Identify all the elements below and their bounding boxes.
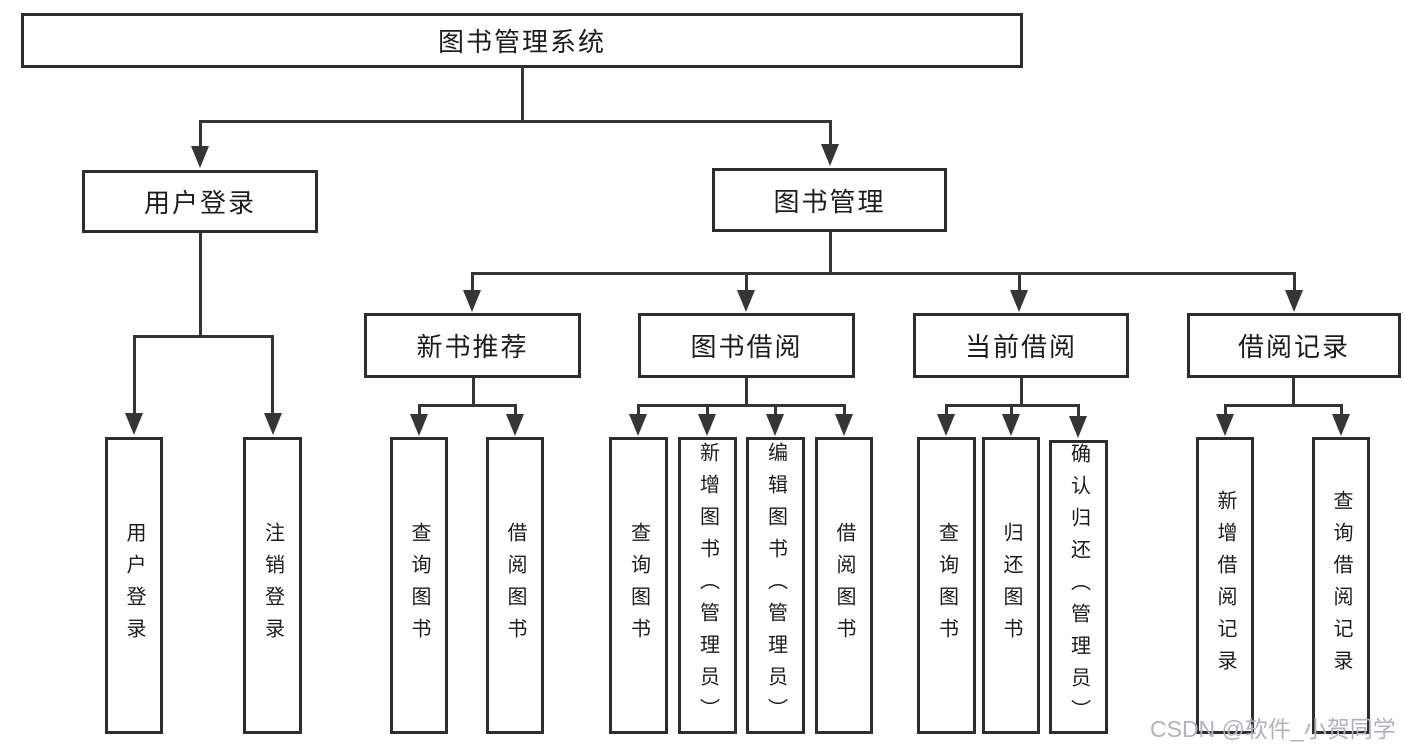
leaf-cb-return-books-label: 归还图书 (1000, 521, 1022, 650)
connector-line (843, 404, 846, 416)
leaf-user-login: 用户登录 (105, 437, 163, 734)
connector-line (1018, 272, 1021, 293)
connector-line (199, 233, 202, 337)
leaf-nbr-borrow-books-label: 借阅图书 (504, 521, 526, 650)
leaf-nbr-query-books-label: 查询图书 (408, 521, 430, 650)
node-root: 图书管理系统 (21, 13, 1023, 68)
connector-line (829, 232, 832, 275)
arrow-down-icon (937, 414, 955, 436)
node-current-borrowing: 当前借阅 (913, 313, 1129, 378)
arrow-down-icon (264, 413, 282, 435)
arrow-down-icon (821, 144, 839, 166)
leaf-logout: 注销登录 (243, 437, 302, 734)
leaf-bb-add-books-label: 新增图书（管理员） (696, 441, 719, 730)
leaf-user-login-label: 用户登录 (123, 521, 145, 650)
node-book-management: 图书管理 (712, 168, 947, 232)
leaf-bb-edit-books: 编辑图书（管理员） (746, 437, 805, 734)
connector-line (774, 404, 777, 416)
arrow-down-icon (463, 290, 481, 312)
connector-line (133, 335, 136, 417)
connector-line (1224, 404, 1227, 416)
connector-line (199, 120, 832, 123)
connector-line (1077, 404, 1080, 416)
arrow-down-icon (698, 414, 716, 436)
arrow-down-icon (1285, 290, 1303, 312)
leaf-nbr-borrow-books: 借阅图书 (486, 437, 544, 734)
leaf-logout-label: 注销登录 (261, 521, 284, 650)
arrow-down-icon (506, 414, 524, 436)
arrow-down-icon (410, 414, 428, 436)
leaf-bb-query-books-label: 查询图书 (627, 521, 650, 650)
arrow-down-icon (125, 413, 143, 435)
leaf-nbr-query-books: 查询图书 (390, 437, 448, 734)
node-root-label: 图书管理系统 (437, 27, 606, 57)
node-borrowing-records: 借阅记录 (1187, 313, 1401, 378)
leaf-cb-return-books: 归还图书 (982, 437, 1040, 734)
connector-line (199, 120, 202, 148)
leaf-cb-confirm-return-label: 确认归还（管理员） (1067, 443, 1090, 731)
connector-line (1292, 378, 1295, 407)
node-new-book-recommend-label: 新书推荐 (416, 332, 529, 362)
arrow-down-icon (835, 414, 853, 436)
connector-line (471, 272, 1296, 275)
arrow-down-icon (1216, 414, 1234, 436)
connector-line (1224, 404, 1343, 407)
csdn-watermark: CSDN @软件_小贺同学 (1150, 716, 1396, 742)
connector-line (418, 404, 517, 407)
node-current-borrowing-label: 当前借阅 (964, 332, 1077, 362)
arrow-down-icon (1010, 290, 1028, 312)
leaf-br-query-record: 查询借阅记录 (1312, 437, 1370, 734)
node-new-book-recommend: 新书推荐 (364, 313, 581, 378)
connector-line (706, 404, 709, 416)
connector-line (521, 68, 524, 122)
node-book-borrowing-label: 图书借阅 (690, 332, 803, 362)
arrow-down-icon (737, 290, 755, 312)
leaf-bb-borrow-books: 借阅图书 (815, 437, 873, 734)
leaf-cb-query-books: 查询图书 (917, 437, 976, 734)
connector-line (418, 404, 421, 416)
connector-line (472, 378, 475, 407)
connector-line (471, 272, 474, 293)
arrow-down-icon (1332, 414, 1350, 436)
arrow-down-icon (1069, 416, 1087, 438)
connector-line (829, 120, 832, 148)
leaf-bb-edit-books-label: 编辑图书（管理员） (764, 441, 787, 730)
connector-line (514, 404, 517, 416)
leaf-br-query-record-label: 查询借阅记录 (1330, 489, 1352, 682)
leaf-br-add-record-label: 新增借阅记录 (1214, 489, 1236, 682)
node-user-login-label: 用户登录 (143, 188, 256, 218)
leaf-bb-add-books: 新增图书（管理员） (678, 437, 737, 734)
leaf-cb-query-books-label: 查询图书 (935, 521, 958, 650)
connector-line (133, 335, 274, 338)
connector-line (271, 335, 274, 417)
arrow-down-icon (766, 414, 784, 436)
connector-line (1293, 272, 1296, 293)
connector-line (745, 378, 748, 407)
node-book-borrowing: 图书借阅 (638, 313, 855, 378)
leaf-bb-borrow-books-label: 借阅图书 (833, 521, 855, 650)
node-borrowing-records-label: 借阅记录 (1237, 332, 1350, 362)
connector-line (637, 404, 846, 407)
connector-line (1340, 404, 1343, 416)
leaf-br-add-record: 新增借阅记录 (1196, 437, 1254, 734)
connector-line (945, 404, 948, 416)
connector-line (637, 404, 640, 416)
leaf-bb-query-books: 查询图书 (609, 437, 668, 734)
leaf-cb-confirm-return: 确认归还（管理员） (1049, 440, 1108, 734)
arrow-down-icon (191, 146, 209, 168)
node-user-login: 用户登录 (82, 170, 318, 233)
node-book-management-label: 图书管理 (773, 186, 886, 217)
connector-line (1010, 404, 1013, 416)
connector-line (745, 272, 748, 293)
arrow-down-icon (1002, 414, 1020, 436)
connector-line (1020, 378, 1023, 407)
arrow-down-icon (629, 414, 647, 436)
